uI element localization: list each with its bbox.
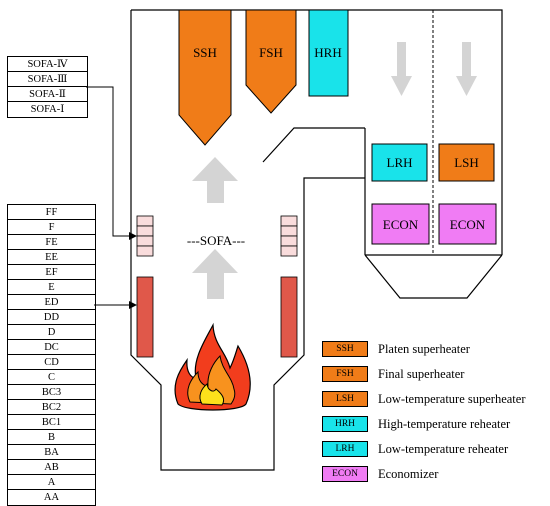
lsh-block: LSH: [438, 143, 495, 182]
lrh-block: LRH: [371, 143, 428, 182]
furnace-nose: [262, 127, 365, 163]
legend-text: Low-temperature reheater: [378, 442, 509, 456]
burner-zone-right: [280, 276, 298, 358]
legend-swatch: ECON: [322, 466, 368, 482]
burner-row: AA: [43, 492, 60, 503]
legend-swatch: SSH: [322, 341, 368, 357]
burner-row: ED: [8, 295, 95, 310]
burner-row: CD: [8, 355, 95, 370]
furnace-arrow-lower: [192, 249, 238, 299]
burner-row: BC1: [8, 415, 95, 430]
burner-row: E: [8, 280, 95, 295]
burner-row: BA: [8, 445, 95, 460]
sofa-row: SOFA-Ⅲ: [8, 72, 87, 87]
burner-row: AB: [8, 460, 95, 475]
legend-swatch: LRH: [322, 441, 368, 457]
sofa-label: ---SOFA---: [187, 233, 245, 248]
backpass-arrow-right: [456, 42, 477, 96]
furnace-outline: [130, 10, 365, 471]
sofa-row: SOFA-Ⅰ: [30, 104, 65, 115]
burner-row: C: [8, 370, 95, 385]
backpass-hopper: [364, 254, 503, 299]
burner-row: D: [8, 325, 95, 340]
econ-left-label: ECON: [383, 217, 419, 232]
fsh-block: FSH: [245, 9, 297, 114]
legend-swatch: LSH: [322, 391, 368, 407]
burner-row: BC3: [8, 385, 95, 400]
flame-icon: [174, 322, 251, 411]
sofa-table: SOFA-Ⅳ SOFA-Ⅲ SOFA-Ⅱ SOFA-Ⅰ: [7, 56, 88, 118]
burner-zone-left: [136, 276, 154, 358]
ssh-platen: SSH: [178, 9, 232, 146]
furnace-arrow-upper: [192, 157, 238, 203]
legend-swatch: FSH: [322, 366, 368, 382]
burner-row: FE: [8, 235, 95, 250]
burner-row: A: [8, 475, 95, 490]
legend-text: Platen superheater: [378, 342, 470, 356]
burner-row: B: [8, 430, 95, 445]
hrh-block: HRH: [308, 9, 349, 97]
burner-row: F: [8, 220, 95, 235]
fsh-label: FSH: [259, 45, 283, 60]
legend-text: High-temperature reheater: [378, 417, 511, 431]
legend-text: Final superheater: [378, 367, 465, 381]
backpass-arrow-left: [391, 42, 412, 96]
sofa-ports-left: [136, 215, 154, 257]
burner-row: EF: [8, 265, 95, 280]
ssh-label: SSH: [193, 45, 217, 60]
lrh-label: LRH: [387, 155, 413, 170]
burner-row: FF: [8, 205, 95, 220]
burner-row: BC2: [8, 400, 95, 415]
legend-swatch: HRH: [322, 416, 368, 432]
lsh-label: LSH: [454, 155, 479, 170]
burner-row: EE: [8, 250, 95, 265]
burner-row: DD: [8, 310, 95, 325]
econ-right-block: ECON: [438, 203, 497, 245]
econ-right-label: ECON: [450, 217, 486, 232]
sofa-row: SOFA-Ⅱ: [8, 87, 87, 102]
sofa-connector: [86, 86, 137, 240]
sofa-ports-right: [280, 215, 298, 257]
legend-text: Low-temperature superheater: [378, 392, 526, 406]
sofa-row: SOFA-Ⅳ: [8, 57, 87, 72]
burner-table: FF F FE EE EF E ED DD D DC CD C BC3 BC2 …: [7, 204, 96, 506]
hrh-label: HRH: [314, 45, 341, 60]
econ-left-block: ECON: [371, 203, 430, 245]
legend-text: Economizer: [378, 467, 439, 481]
burner-row: DC: [8, 340, 95, 355]
